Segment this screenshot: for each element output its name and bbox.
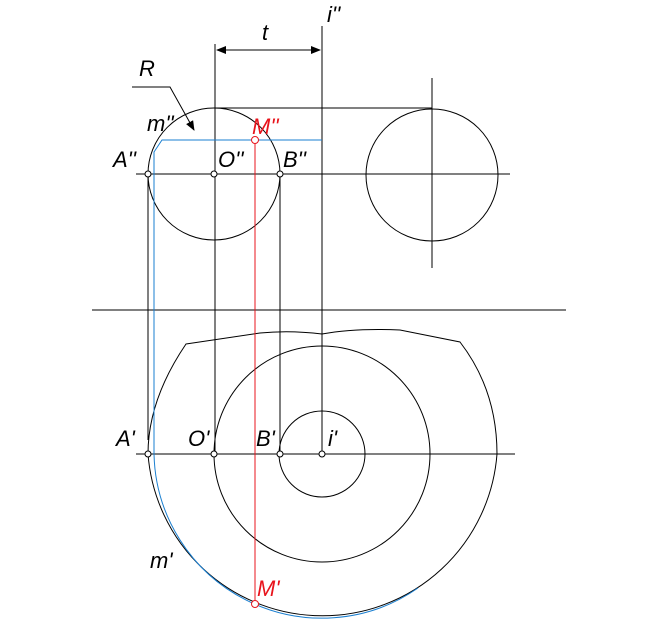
label-t: t xyxy=(262,20,269,45)
label-i-prime: i' xyxy=(328,426,338,451)
label-o-prime: O' xyxy=(188,426,210,451)
top-outer-curve xyxy=(147,329,498,617)
label-m-double: m'' xyxy=(147,111,175,136)
label-o-double: O'' xyxy=(218,147,244,172)
label-a-double: A'' xyxy=(111,147,137,172)
point-a-prime xyxy=(144,450,152,458)
label-b-prime: B' xyxy=(256,426,276,451)
point-a-double xyxy=(144,170,152,178)
point-m-double xyxy=(251,136,259,144)
point-m-prime xyxy=(251,600,259,608)
label-m-prime: m' xyxy=(150,548,173,573)
radius-leader-line xyxy=(132,86,195,131)
point-b-double xyxy=(276,170,284,178)
point-o-double xyxy=(210,170,218,178)
label-m-prime-point: M' xyxy=(257,576,280,601)
point-b-prime xyxy=(276,450,284,458)
label-r: R xyxy=(139,56,155,81)
point-o-prime xyxy=(210,450,218,458)
blue-m-top-curve xyxy=(153,453,419,619)
label-m-double-point: M'' xyxy=(252,114,280,139)
label-a-prime: A' xyxy=(114,426,136,451)
blue-m-front-projection xyxy=(153,139,322,454)
label-i-double: i'' xyxy=(327,2,341,27)
point-i-prime xyxy=(318,450,326,458)
label-b-double: B'' xyxy=(283,147,307,172)
